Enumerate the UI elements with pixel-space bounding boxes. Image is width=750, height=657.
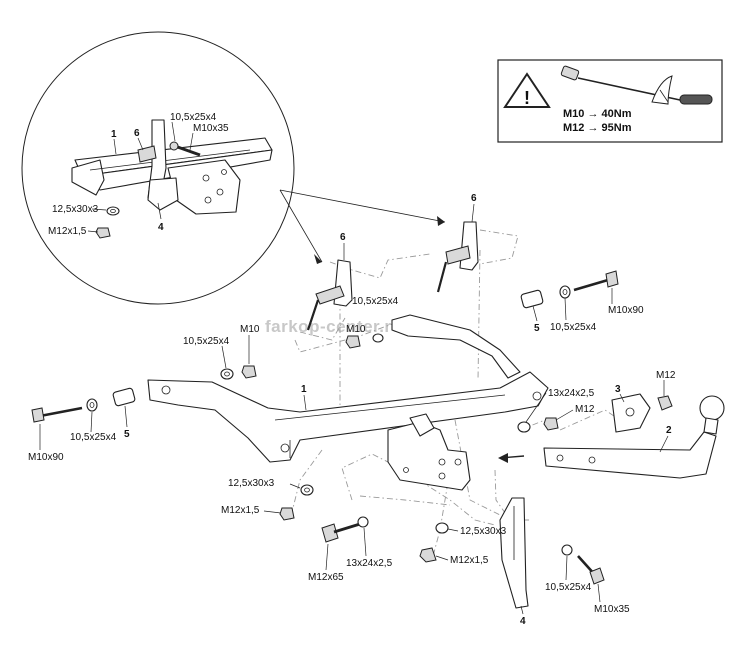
label-nut-m12-mid: M12 [575, 404, 595, 415]
label-washer-bottom-right: 10,5x25x4 [545, 582, 592, 593]
svg-text:!: ! [524, 88, 530, 108]
tow-bar-2 [543, 395, 725, 479]
label-washer-13: 13x24x2,5 [548, 388, 595, 399]
detail-label-nut-bottom: M12x1,5 [48, 226, 87, 237]
label-part-3: 3 [615, 384, 621, 395]
watermark: farkop-center.ru [265, 317, 402, 336]
label-washer-top-left: 10,5x25x4 [183, 336, 230, 347]
label-washer-13-bottom: 13x24x2,5 [346, 558, 393, 569]
label-part-2: 2 [666, 425, 672, 436]
label-bolt-m10x35: M10x35 [594, 604, 630, 615]
detail-label-part-6: 6 [134, 128, 140, 139]
warning-triangle-icon: ! [503, 72, 551, 108]
torque-box: ! M10 → 40Nm M12 → 95Nm [497, 59, 723, 143]
label-part-1: 1 [301, 384, 307, 395]
bracket-4-bottom [499, 497, 529, 609]
detail-view: 1 6 10,5x25x4 M10x35 12,5x30x3 M12x1,5 4 [21, 31, 446, 305]
bracket-6-right [436, 221, 479, 293]
label-bolt-right: M10x90 [608, 305, 644, 316]
plate-centre [387, 413, 471, 491]
label-washer-left: 10,5x25x4 [70, 432, 117, 443]
torque-line-m12: M12 → 95Nm [563, 122, 632, 134]
label-part-6-left: 6 [340, 232, 346, 243]
label-part-5-right: 5 [534, 323, 540, 334]
spacer-5-left [31, 387, 136, 423]
label-nut-m12-right: M12 [656, 370, 676, 381]
label-nut-m10-left: M10 [240, 324, 260, 335]
label-washer-right: 10,5x25x4 [550, 322, 597, 333]
detail-label-washer-bottom: 12,5x30x3 [52, 204, 99, 215]
main-view: 6 10,5x25x4 6 M10 10,5x25x4 M10 1 M10x90… [28, 193, 725, 627]
torque-line-m10: M10 → 40Nm [563, 108, 632, 120]
label-bolt-m12x65: M12x65 [308, 572, 344, 583]
spacer-5-right [520, 270, 619, 309]
socket-plate-3 [611, 393, 673, 433]
detail-label-washer-top: 10,5x25x4 [170, 112, 217, 123]
torque-wrench-icon [560, 65, 713, 105]
label-part-4: 4 [520, 616, 526, 627]
label-washer-12-5-right: 12,5x30x3 [460, 526, 507, 537]
label-part-6-right: 6 [471, 193, 477, 204]
detail-label-part-4: 4 [158, 222, 164, 233]
label-washer-12-5-left: 12,5x30x3 [228, 478, 275, 489]
detail-label-bolt-top: M10x35 [193, 123, 229, 134]
bolt-m12x65 [321, 522, 361, 543]
label-part-5-left: 5 [124, 429, 130, 440]
detail-label-part-1: 1 [111, 129, 117, 140]
bracket-6-left [306, 259, 353, 331]
label-nut-m10-top: M10 [346, 324, 366, 335]
label-washer-6-left: 10,5x25x4 [352, 296, 399, 307]
label-nut-m12x1-5-left: M12x1,5 [221, 505, 260, 516]
label-bolt-left: M10x90 [28, 452, 64, 463]
label-nut-m12x1-5-right: M12x1,5 [450, 555, 489, 566]
